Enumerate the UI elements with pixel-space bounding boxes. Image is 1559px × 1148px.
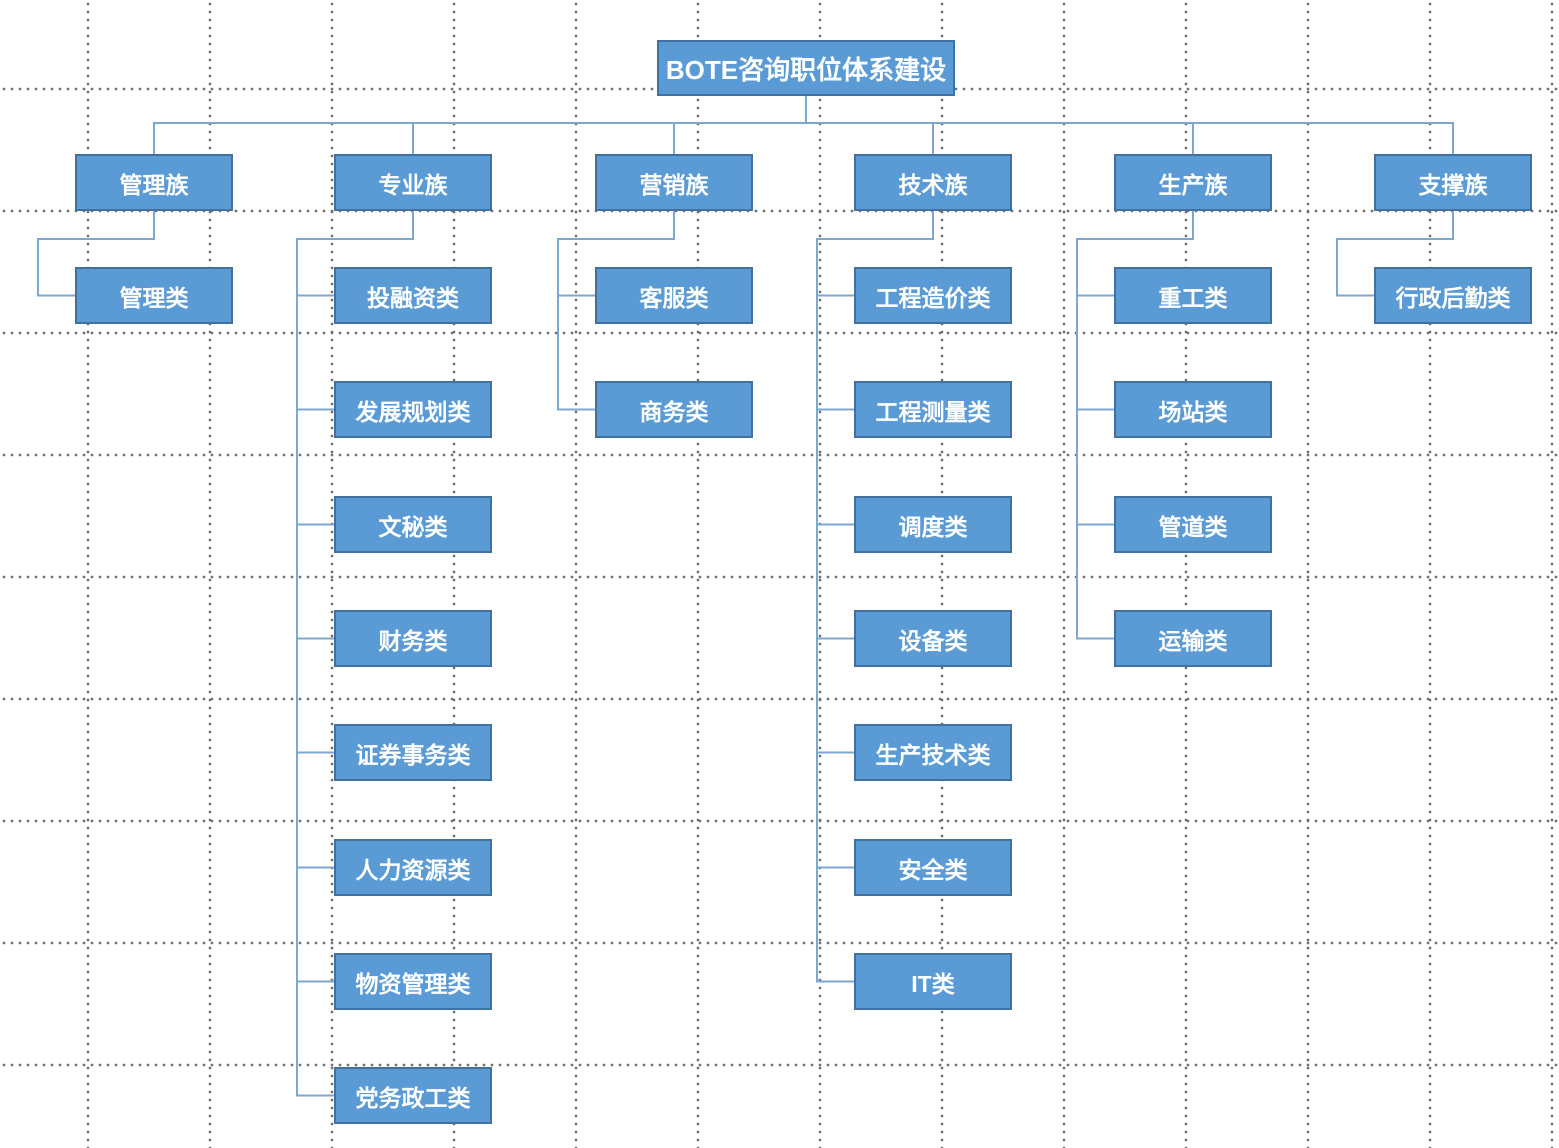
node-family-zhuanye[interactable]: 专业族 [334, 154, 492, 211]
node-yingxiao-child-1[interactable]: 商务类 [595, 381, 753, 438]
node-zhuanye-child-1[interactable]: 发展规划类 [334, 381, 492, 438]
node-zhuanye-child-4[interactable]: 证券事务类 [334, 724, 492, 781]
node-shengchan-child-2[interactable]: 管道类 [1114, 496, 1272, 553]
node-jishu-child-1[interactable]: 工程测量类 [854, 381, 1012, 438]
node-family-zhicheng[interactable]: 支撑族 [1374, 154, 1532, 211]
node-family-shengchan[interactable]: 生产族 [1114, 154, 1272, 211]
node-zhuanye-child-2[interactable]: 文秘类 [334, 496, 492, 553]
node-jishu-child-0[interactable]: 工程造价类 [854, 267, 1012, 324]
node-zhuanye-child-6[interactable]: 物资管理类 [334, 953, 492, 1010]
node-zhuanye-child-0[interactable]: 投融资类 [334, 267, 492, 324]
node-yingxiao-child-0[interactable]: 客服类 [595, 267, 753, 324]
node-jishu-child-5[interactable]: 安全类 [854, 839, 1012, 896]
node-shengchan-child-1[interactable]: 场站类 [1114, 381, 1272, 438]
node-jishu-child-2[interactable]: 调度类 [854, 496, 1012, 553]
node-family-yingxiao[interactable]: 营销族 [595, 154, 753, 211]
node-zhuanye-child-3[interactable]: 财务类 [334, 610, 492, 667]
node-jishu-child-3[interactable]: 设备类 [854, 610, 1012, 667]
node-root[interactable]: BOTE咨询职位体系建设 [657, 40, 955, 96]
node-family-guanli[interactable]: 管理族 [75, 154, 233, 211]
node-shengchan-child-3[interactable]: 运输类 [1114, 610, 1272, 667]
node-jishu-child-6[interactable]: IT类 [854, 953, 1012, 1010]
node-zhuanye-child-5[interactable]: 人力资源类 [334, 839, 492, 896]
node-guanli-child-0[interactable]: 管理类 [75, 267, 233, 324]
node-family-jishu[interactable]: 技术族 [854, 154, 1012, 211]
node-jishu-child-4[interactable]: 生产技术类 [854, 724, 1012, 781]
node-shengchan-child-0[interactable]: 重工类 [1114, 267, 1272, 324]
node-zhuanye-child-7[interactable]: 党务政工类 [334, 1067, 492, 1124]
node-zhicheng-child-0[interactable]: 行政后勤类 [1374, 267, 1532, 324]
